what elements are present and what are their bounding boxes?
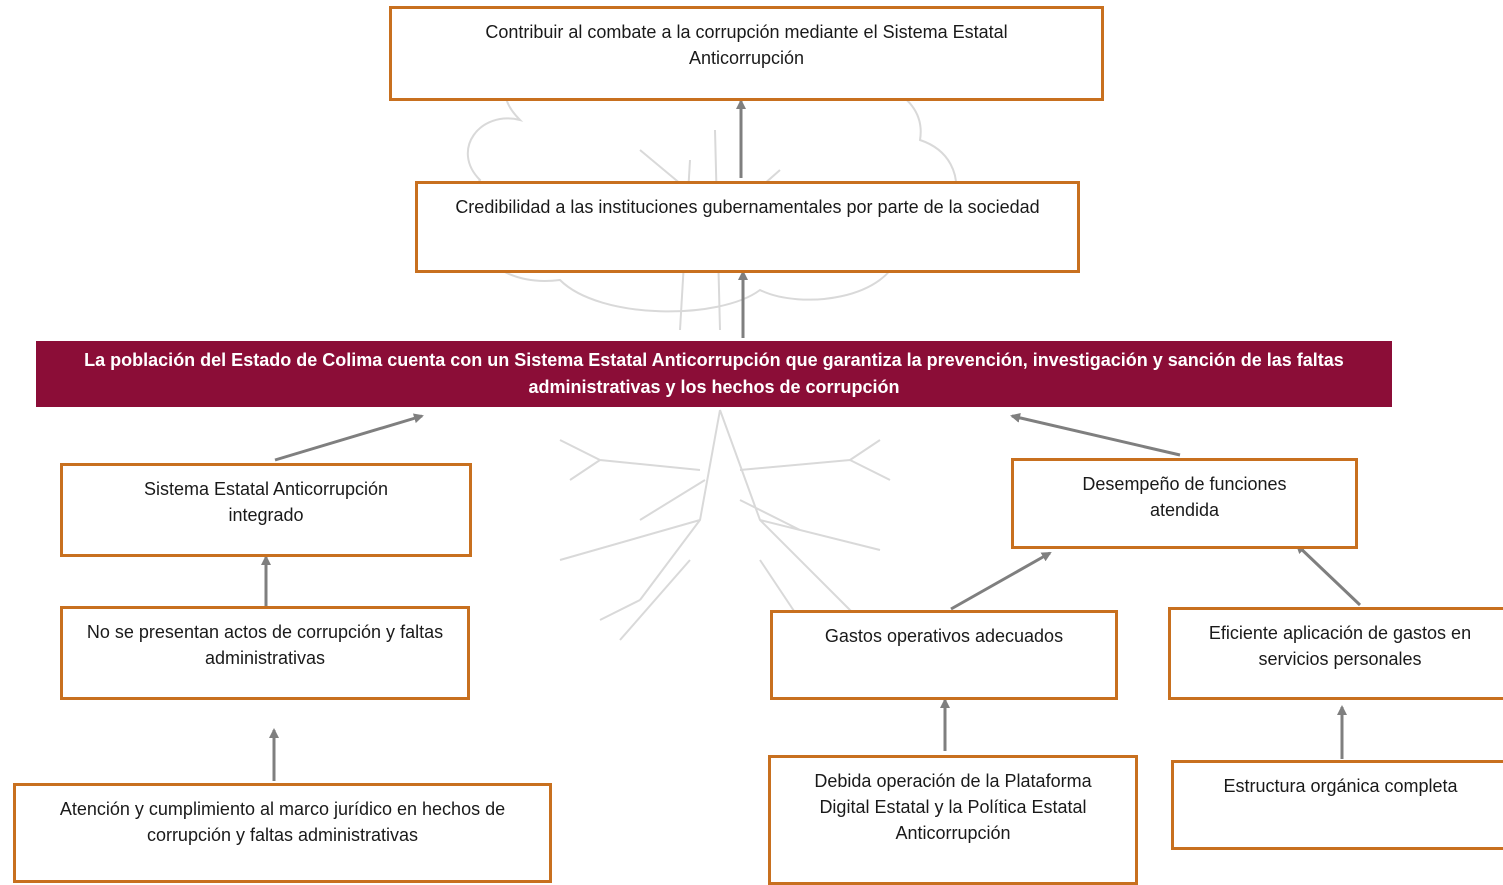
right-activity-a-box: Debida operación de la Plataforma Digita…: [768, 755, 1138, 885]
arrow-sub-b-to-component: [1295, 543, 1362, 607]
right-sub-a-box: Gastos operativos adecuados: [770, 610, 1118, 700]
arrow-left-component-to-purpose: [274, 413, 424, 462]
right-activity-a-text: Debida operación de la Plataforma Digita…: [814, 771, 1092, 843]
left-component-box: Sistema Estatal Anticorrupción integrado: [60, 463, 472, 557]
right-sub-a-text: Gastos operativos adecuados: [824, 626, 1064, 646]
goal-box: Contribuir al combate a la corrupción me…: [389, 6, 1104, 101]
left-component-text: Sistema Estatal Anticorrupción integrado: [143, 479, 389, 525]
left-sub-box: No se presentan actos de corrupción y fa…: [60, 606, 470, 700]
purpose-banner: La población del Estado de Colima cuenta…: [36, 341, 1392, 407]
right-activity-b-box: Estructura orgánica completa: [1171, 760, 1503, 850]
arrow-right-component-to-purpose: [1010, 412, 1181, 457]
right-sub-b-box: Eficiente aplicación de gastos en servic…: [1168, 607, 1503, 700]
purpose-text: La población del Estado de Colima cuenta…: [84, 350, 1344, 397]
right-component-text: Desempeño de funciones atendida: [1082, 474, 1287, 520]
right-activity-b-text: Estructura orgánica completa: [1223, 776, 1458, 796]
left-sub-text: No se presentan actos de corrupción y fa…: [86, 622, 444, 668]
effect-box: Credibilidad a las instituciones guberna…: [415, 181, 1080, 273]
effect-text: Credibilidad a las instituciones guberna…: [455, 197, 1040, 217]
goal-text: Contribuir al combate a la corrupción me…: [485, 22, 1008, 68]
left-activity-text: Atención y cumplimiento al marco jurídic…: [59, 799, 506, 845]
right-sub-b-text: Eficiente aplicación de gastos en servic…: [1208, 623, 1472, 669]
arrow-sub-a-to-component: [950, 551, 1052, 611]
right-component-box: Desempeño de funciones atendida: [1011, 458, 1358, 549]
left-activity-box: Atención y cumplimiento al marco jurídic…: [13, 783, 552, 883]
